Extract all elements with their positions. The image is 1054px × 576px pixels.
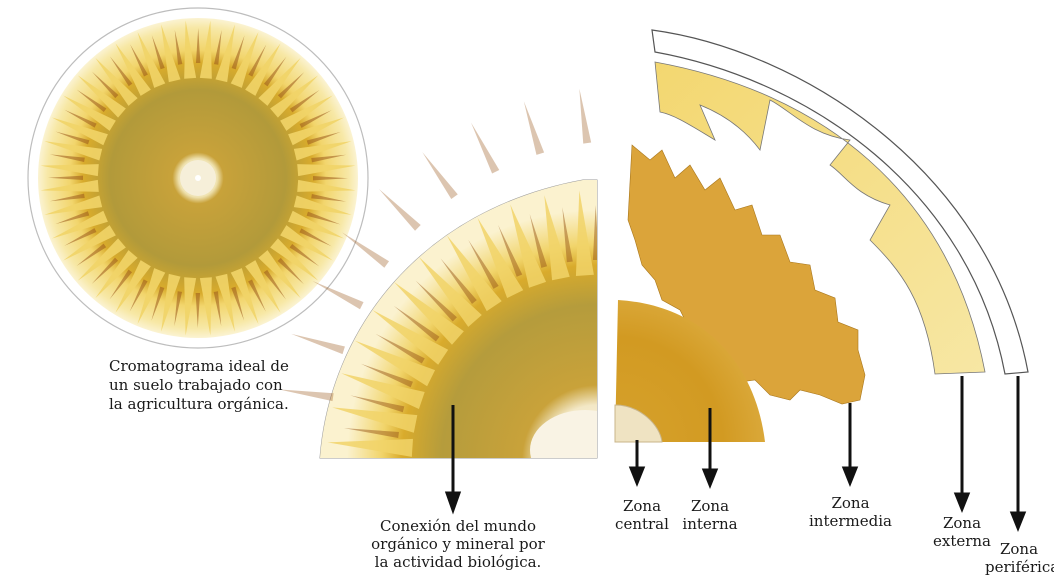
arrow-zona-externa	[956, 376, 968, 509]
spike-mark	[524, 101, 544, 155]
arrow-zona-central	[631, 440, 643, 483]
spike-mark	[579, 89, 591, 144]
label-zona-interna: Zona interna	[680, 497, 740, 533]
spike-mark	[291, 334, 345, 354]
ideal-chromatogram-disc	[28, 8, 368, 348]
label-zona-central: Zona central	[612, 497, 672, 533]
spike-mark	[422, 152, 457, 199]
arrow-zona-periferica	[1012, 376, 1024, 528]
label-zona-periferica: Zona periférica	[985, 540, 1053, 576]
spike-mark	[471, 123, 499, 174]
spike-mark	[379, 189, 421, 231]
label-zona-intermedia: Zona intermedia	[808, 494, 893, 530]
arrow-zona-intermedia	[844, 403, 856, 483]
sector-close-up	[320, 180, 640, 490]
label-connection: Conexión del mundo orgánico y mineral po…	[368, 517, 548, 571]
figure-caption: Cromatograma ideal de un suelo trabajado…	[109, 357, 299, 414]
